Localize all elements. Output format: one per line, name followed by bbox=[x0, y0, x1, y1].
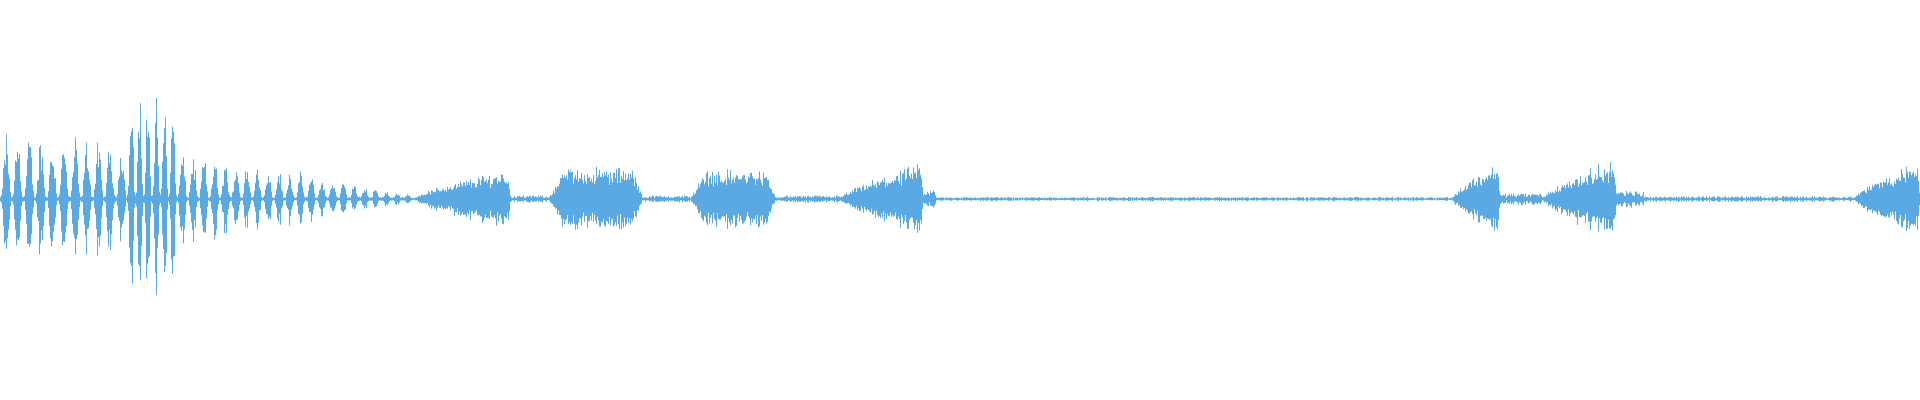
waveform-path bbox=[0, 98, 1920, 295]
